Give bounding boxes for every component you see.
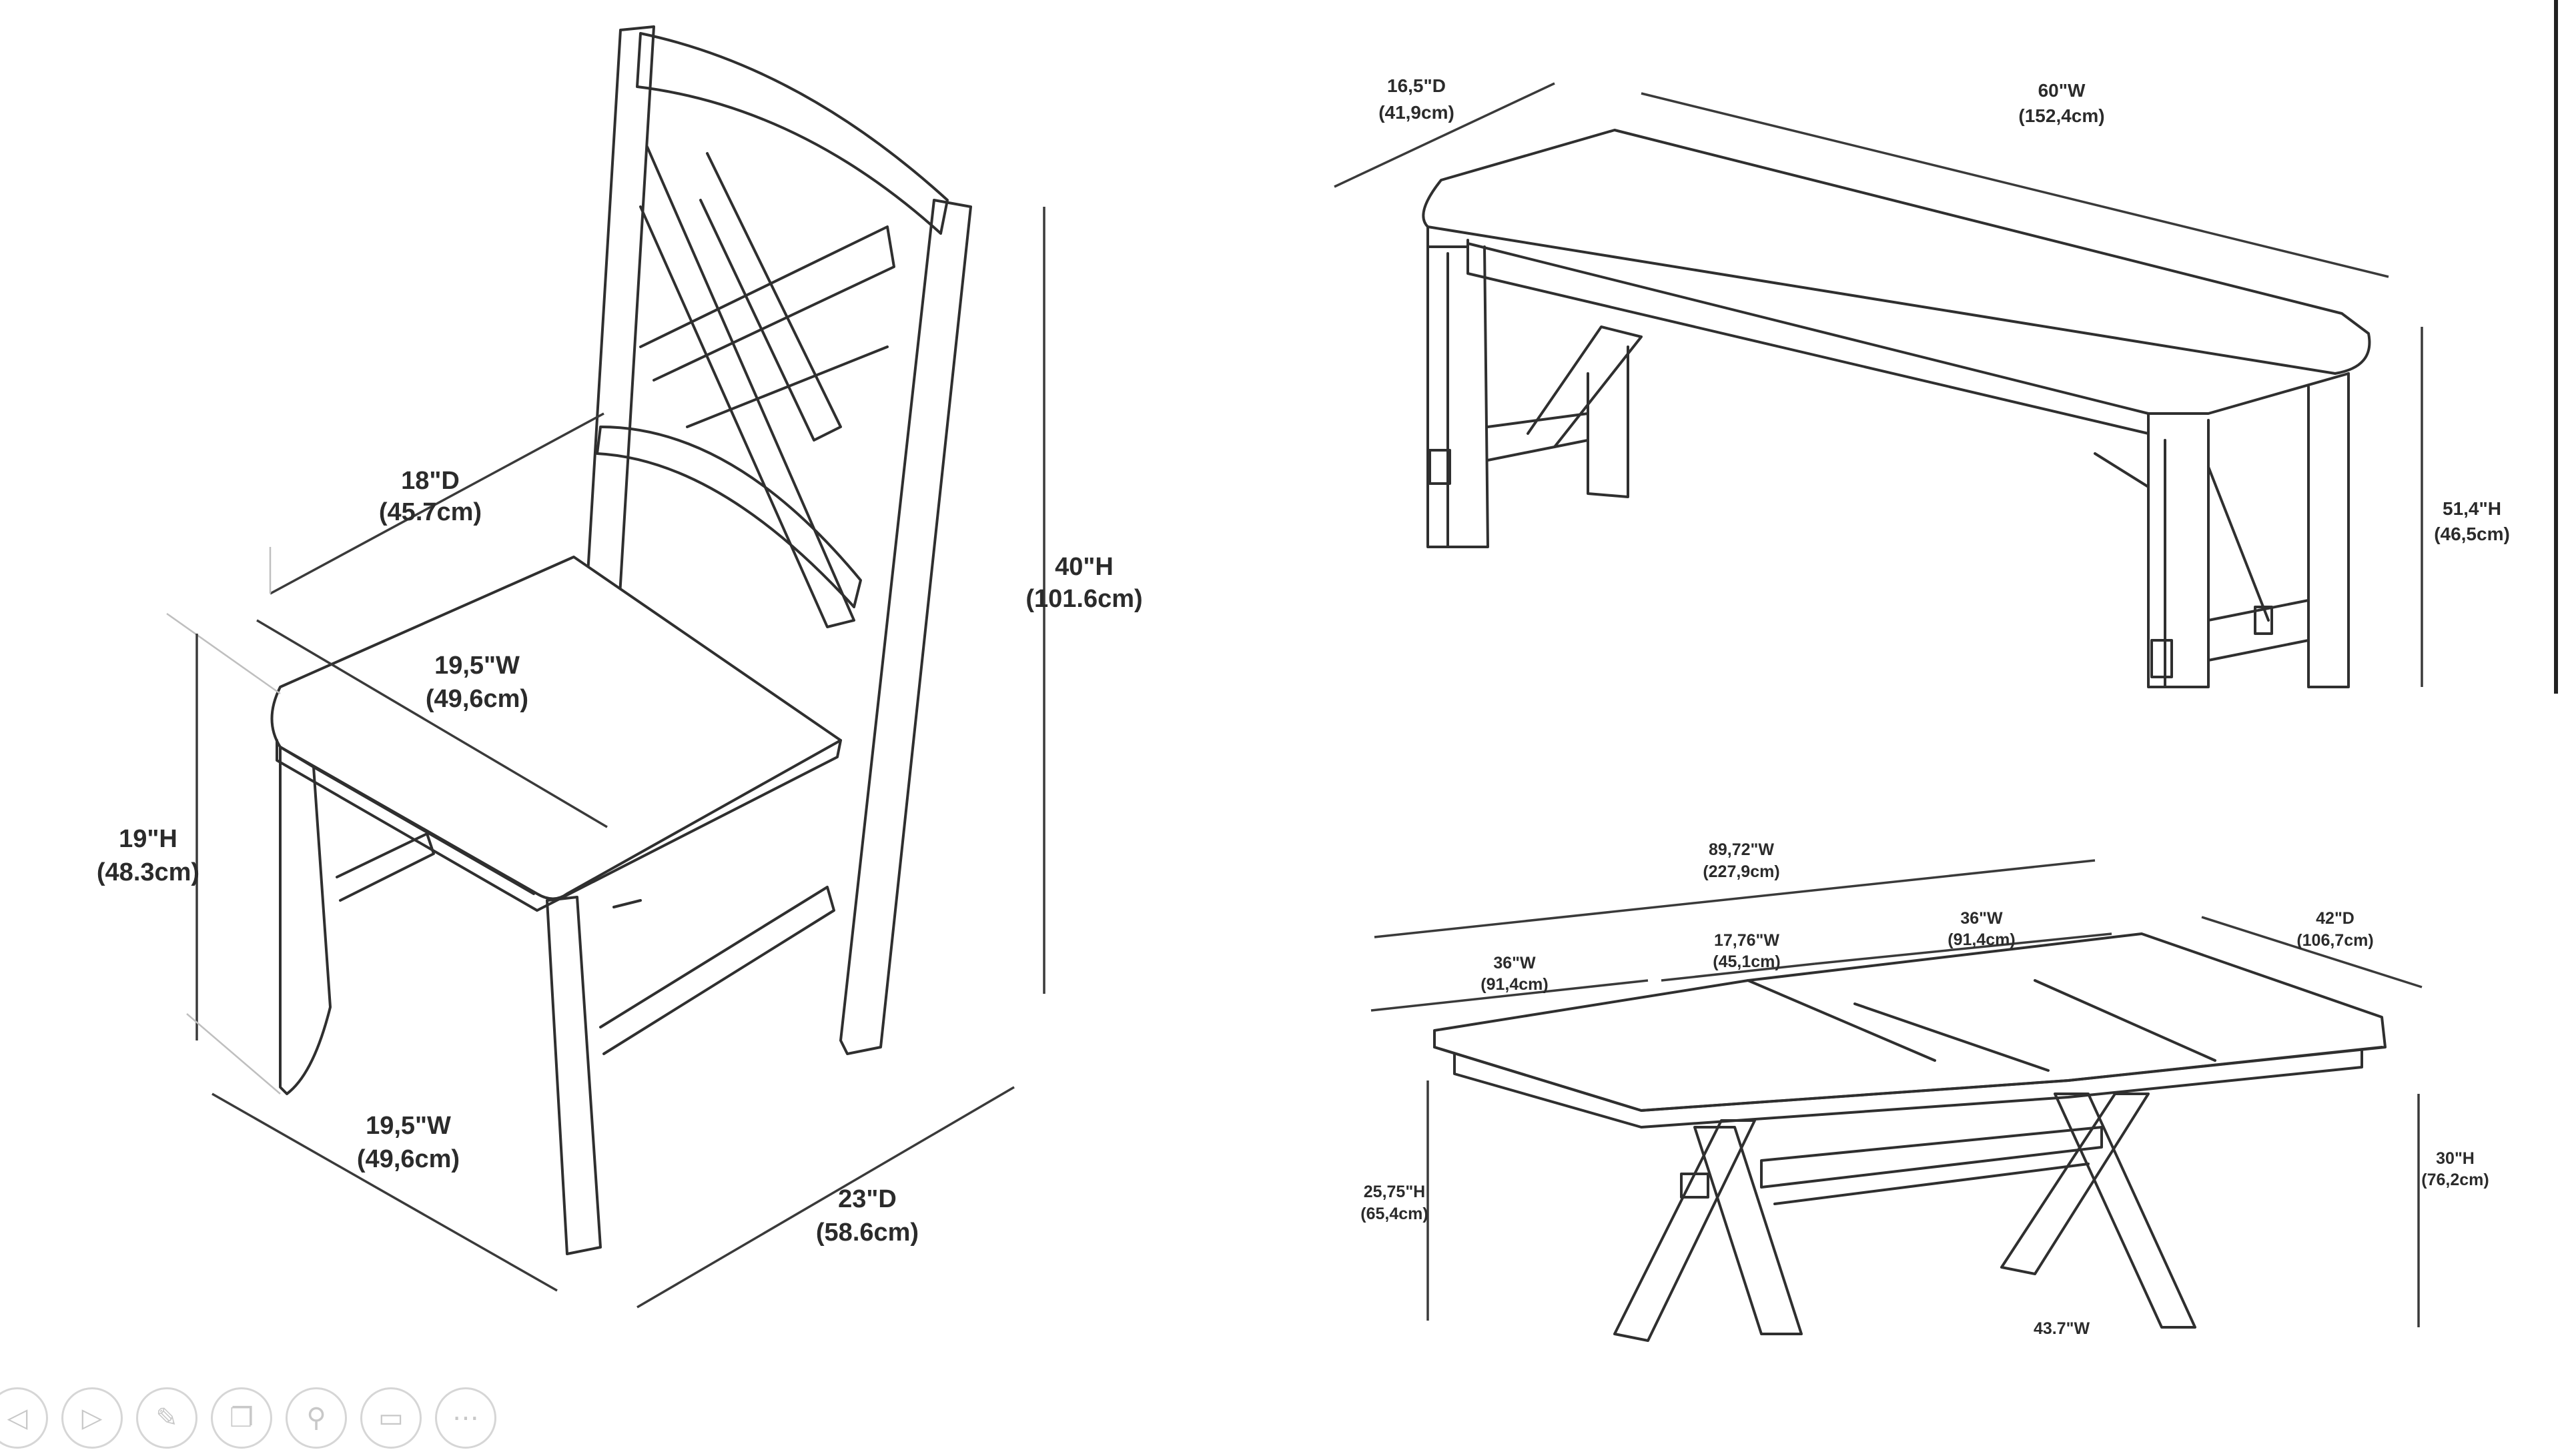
chair-labels: 18"D (45.7cm) 40"H (101.6cm) 19,5"W (49,…	[97, 467, 1143, 1247]
table-leaf-center-label: 17,76"W	[1714, 931, 1779, 950]
first-page-icon[interactable]: ◁	[0, 1387, 48, 1449]
right-border-edge	[2554, 0, 2558, 694]
chair-base-depth-metric: (58.6cm)	[816, 1219, 919, 1247]
table-leaf-left-label: 36"W	[1493, 954, 1536, 972]
table-clearance-label: 25,75"H	[1364, 1183, 1425, 1201]
table-leaf-right-metric: (91,4cm)	[1948, 930, 2015, 949]
zoom-icon[interactable]: ⚲	[286, 1387, 347, 1449]
table-left-x-leg	[1613, 1119, 1756, 1342]
bench-right-front-leg	[2147, 419, 2210, 688]
table-dimensions	[1370, 859, 2423, 1327]
slideshow-toolbar: ◁ ▷ ✎ ❐ ⚲ ▭ ⋯	[0, 1387, 496, 1451]
chair-front-right-leg	[546, 896, 602, 1255]
chair-base-width-label: 19,5"W	[366, 1112, 451, 1140]
chair-depth-top-metric: (45.7cm)	[379, 498, 482, 526]
bench-depth-label: 16,5"D	[1387, 75, 1446, 96]
chair-front-left-leg	[279, 746, 332, 1095]
chair-height-label: 40"H	[1055, 553, 1114, 581]
bench-height-metric: (46,5cm)	[2434, 524, 2510, 544]
chair-drawing	[270, 25, 972, 1255]
chair-base-depth-label: 23"D	[838, 1185, 897, 1213]
bench-drawing	[1422, 129, 2371, 688]
table-height-metric: (76,2cm)	[2421, 1171, 2489, 1189]
table-leaf-center-metric: (45,1cm)	[1713, 952, 1780, 971]
bench-left-front-leg	[1426, 239, 1489, 548]
bench-depth-metric: (41,9cm)	[1378, 102, 1454, 123]
more-icon[interactable]: ⋯	[435, 1387, 496, 1449]
chair-seat-height-label: 19"H	[119, 825, 177, 853]
chair-depth-top-label: 18"D	[401, 467, 460, 495]
bench-labels: 16,5"D (41,9cm) 60"W (152,4cm) 51,4"H (4…	[1378, 75, 2510, 544]
table-leaf-left-metric: (91,4cm)	[1480, 975, 1548, 994]
table-labels: 89,72"W (227,9cm) 36"W (91,4cm) 17,76"W …	[1360, 840, 2489, 1338]
table-base-width-label: 43.7"W	[2034, 1319, 2090, 1338]
copy-icon[interactable]: ❐	[211, 1387, 272, 1449]
bench-width-label: 60"W	[2038, 80, 2086, 101]
chair-base-width-metric: (49,6cm)	[357, 1145, 460, 1173]
chair-height-metric: (101.6cm)	[1025, 585, 1142, 613]
chair-top-rail	[636, 32, 949, 235]
table-clearance-metric: (65,4cm)	[1360, 1205, 1428, 1223]
table-right-x-leg	[2000, 1093, 2150, 1275]
table-overall-width-metric: (227,9cm)	[1703, 862, 1779, 881]
chair-seat	[270, 556, 842, 900]
table-depth-metric: (106,7cm)	[2296, 931, 2373, 950]
play-icon[interactable]: ▷	[61, 1387, 123, 1449]
chair-seat-width-metric: (49,6cm)	[426, 685, 528, 713]
table-depth-label: 42"D	[2316, 909, 2355, 928]
chair-back-right-post	[839, 199, 972, 1055]
bench-width-metric: (152,4cm)	[2018, 105, 2104, 126]
table-height-label: 30"H	[2436, 1149, 2475, 1168]
chair-dimensions	[166, 207, 1045, 1309]
bench-dimensions	[1334, 82, 2423, 687]
chair-seat-width-label: 19,5"W	[434, 652, 520, 680]
bench-height-label: 51,4"H	[2443, 498, 2501, 519]
table-leaf-right-label: 36"W	[1960, 909, 2003, 928]
table-overall-width-label: 89,72"W	[1709, 840, 1774, 859]
table-drawing	[1433, 932, 2387, 1342]
bench-seat	[1422, 129, 2371, 375]
chair-seat-height-metric: (48.3cm)	[97, 858, 199, 886]
screen-icon[interactable]: ▭	[360, 1387, 422, 1449]
pen-icon[interactable]: ✎	[136, 1387, 197, 1449]
